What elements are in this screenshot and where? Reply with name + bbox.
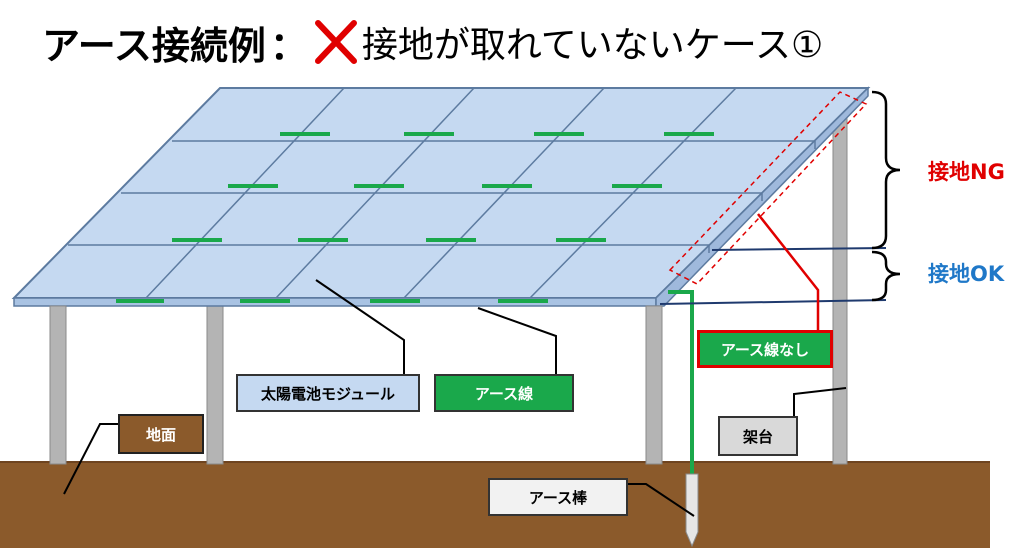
earth-wire-label: アース線: [434, 374, 574, 412]
ground-leader: [63, 423, 118, 495]
front-post-2: [206, 299, 224, 465]
no-earth-wire-label: アース線なし: [697, 330, 833, 368]
ground-label: 地面: [118, 414, 204, 454]
earth-rod-leader: [628, 483, 695, 517]
front-post-3: [645, 305, 663, 465]
title-colon: ：: [269, 23, 308, 68]
earth-wire-jumpers: [116, 132, 714, 303]
red-x-icon: [314, 17, 358, 67]
ok-brace: [871, 250, 901, 302]
title-sub: 接地が取れていないケース①: [361, 25, 824, 66]
earth-wire-leader: [477, 307, 557, 374]
frame-label: 架台: [718, 416, 798, 456]
module-leader: [315, 279, 405, 374]
module-label: 太陽電池モジュール: [236, 374, 420, 412]
ground-ok-label: 接地OK: [928, 262, 1005, 286]
ng-region: [668, 91, 868, 285]
rear-post: [832, 117, 848, 465]
page-title: アース接続例 ： 接地が取れていないケース①: [42, 14, 823, 70]
solar-module-array: [11, 86, 871, 307]
no-earth-wire-leader: [757, 213, 820, 330]
earth-rod: [685, 473, 699, 548]
frame-leader: [793, 387, 847, 416]
ng-brace: [871, 90, 901, 250]
ground-ng-label: 接地NG: [928, 160, 1005, 184]
earth-down-wire: [668, 290, 694, 474]
title-main: アース接続例: [42, 23, 266, 68]
front-post-1: [49, 305, 67, 465]
earth-rod-label: アース棒: [488, 478, 628, 516]
